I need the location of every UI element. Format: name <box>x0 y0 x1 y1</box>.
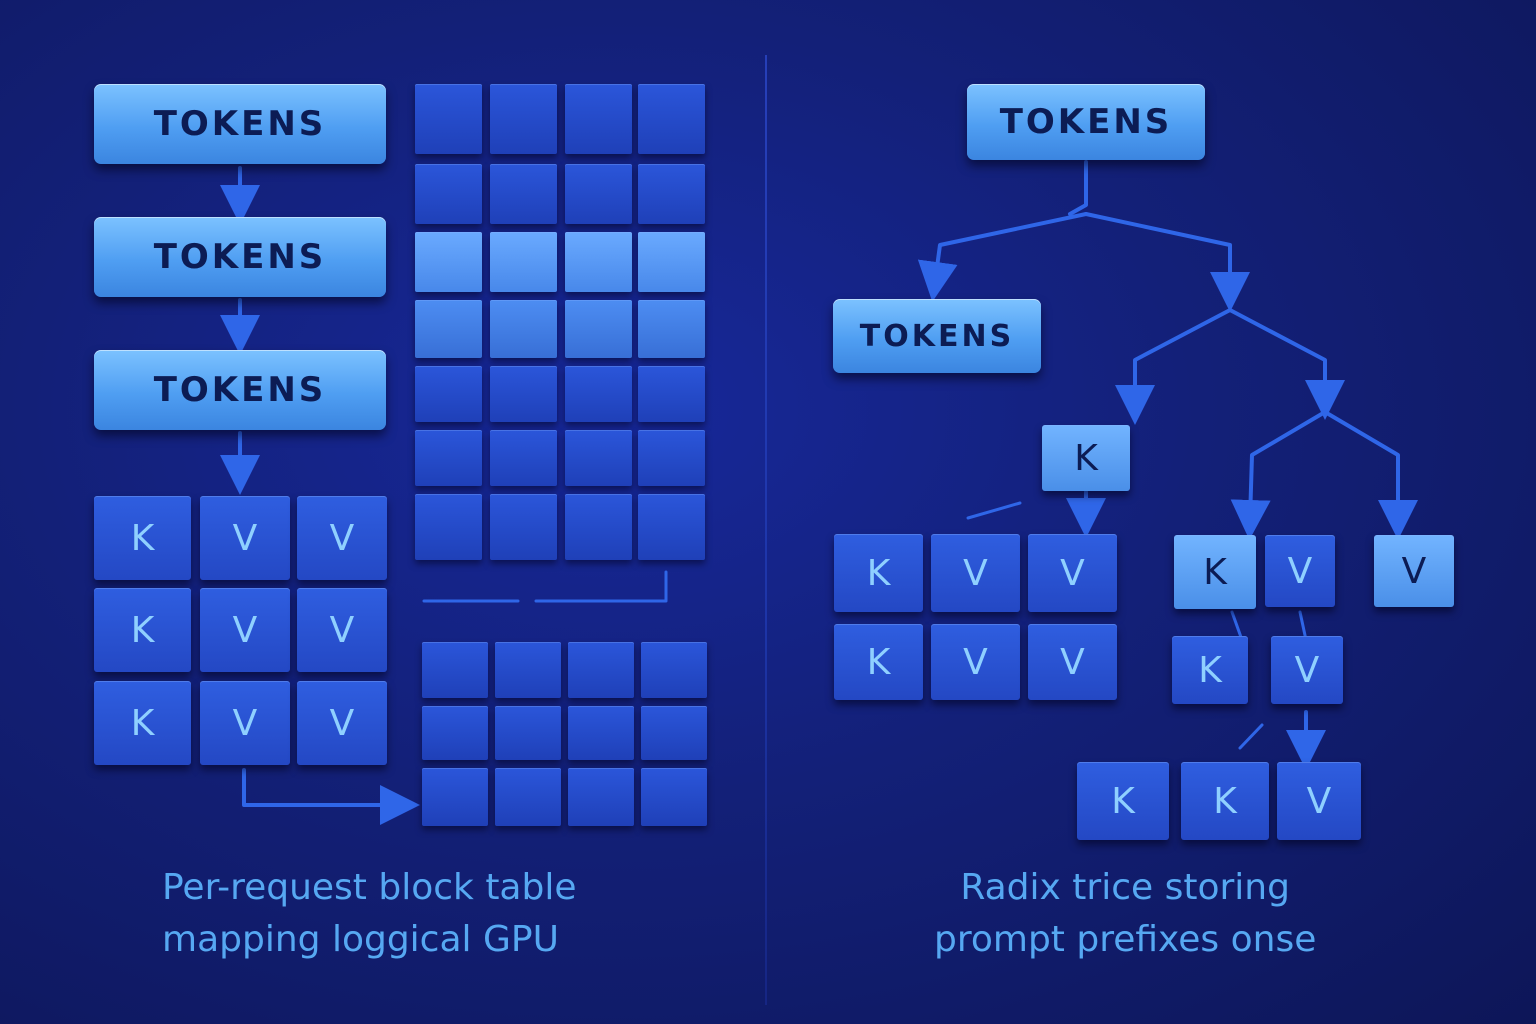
right-lower-k: K <box>1172 636 1248 704</box>
kv-cell: K <box>834 624 923 700</box>
gpu-block <box>422 642 488 698</box>
gpu-block <box>490 430 557 486</box>
kv-cell: K <box>1181 762 1269 840</box>
gpu-block <box>415 366 482 422</box>
tree-branch-mid <box>1228 308 1345 420</box>
right-pair-v: V <box>1265 535 1335 607</box>
right-caption-line-1: Radix trice storing <box>960 867 1290 908</box>
gpu-block <box>568 768 634 826</box>
gpu-block <box>565 430 632 486</box>
gpu-block <box>641 768 707 826</box>
gpu-block <box>422 706 488 760</box>
gpu-block <box>415 164 482 224</box>
tree-short-3 <box>1298 610 1308 642</box>
tree-root-stem <box>1068 160 1088 216</box>
left-caption: Per-request block table mapping loggical… <box>162 862 577 966</box>
gpu-block <box>638 366 705 422</box>
kv-cell: V <box>200 496 290 580</box>
tree-branch-right <box>1084 212 1250 312</box>
kv-cell: V <box>200 681 290 765</box>
gpu-block <box>415 494 482 560</box>
gpu-block <box>490 84 557 154</box>
gpu-block <box>495 706 561 760</box>
kv-cell: K <box>94 681 191 765</box>
right-v-node: V <box>1374 535 1454 607</box>
kv-cell: V <box>200 588 290 672</box>
gpu-block <box>641 642 707 698</box>
left-token-3: TOKENS <box>94 350 386 430</box>
gpu-block-active <box>490 232 557 292</box>
gpu-block <box>565 366 632 422</box>
right-caption: Radix trice storing prompt prefixes onse <box>934 862 1316 966</box>
right-pair-k: K <box>1174 535 1256 609</box>
gpu-block-active <box>415 232 482 292</box>
gpu-block-active <box>490 300 557 358</box>
tree-branch-v <box>1323 410 1418 540</box>
gpu-block <box>415 430 482 486</box>
right-lower-v: V <box>1271 636 1343 704</box>
left-token-1: TOKENS <box>94 84 386 164</box>
right-child-token: TOKENS <box>833 299 1041 373</box>
bracket-line <box>422 570 668 603</box>
gpu-block <box>495 642 561 698</box>
gpu-block <box>490 366 557 422</box>
kv-cell: V <box>1028 534 1117 612</box>
kv-cell: V <box>297 496 387 580</box>
gpu-block <box>565 494 632 560</box>
gpu-block-active <box>565 232 632 292</box>
left-caption-line-2: mapping loggical GPU <box>162 919 559 960</box>
gpu-block <box>638 494 705 560</box>
left-caption-line-1: Per-request block table <box>162 867 577 908</box>
tree-short-2 <box>1230 610 1244 642</box>
tree-branch-left <box>917 212 1088 302</box>
kv-cell: V <box>297 681 387 765</box>
panel-divider <box>765 55 767 1005</box>
kv-cell: V <box>297 588 387 672</box>
gpu-block-active <box>638 232 705 292</box>
gpu-block <box>490 164 557 224</box>
right-root-token: TOKENS <box>967 84 1205 160</box>
gpu-block <box>422 768 488 826</box>
tree-branch-pair <box>1230 410 1327 540</box>
gpu-block <box>565 164 632 224</box>
gpu-block-active <box>415 300 482 358</box>
kv-cell: V <box>931 534 1020 612</box>
gpu-block <box>490 494 557 560</box>
gpu-block <box>495 768 561 826</box>
gpu-block-active <box>565 300 632 358</box>
gpu-block <box>415 84 482 154</box>
kv-cell: V <box>1277 762 1361 840</box>
tree-short-1 <box>966 501 1022 520</box>
arrow-left-elbow <box>242 768 420 825</box>
gpu-block <box>638 430 705 486</box>
gpu-block <box>565 84 632 154</box>
gpu-block <box>641 706 707 760</box>
tree-short-4 <box>1238 723 1264 750</box>
gpu-block-active <box>638 300 705 358</box>
right-caption-line-2: prompt prefixes onse <box>934 919 1317 960</box>
kv-cell: V <box>1028 624 1117 700</box>
gpu-block <box>638 164 705 224</box>
gpu-block <box>568 642 634 698</box>
kv-cell: K <box>94 496 191 580</box>
kv-cell: K <box>94 588 191 672</box>
kv-cell: K <box>1077 762 1169 840</box>
left-token-2: TOKENS <box>94 217 386 297</box>
kv-cell: K <box>834 534 923 612</box>
right-k-node: K <box>1042 425 1130 491</box>
gpu-block <box>568 706 634 760</box>
gpu-block <box>638 84 705 154</box>
kv-cell: V <box>931 624 1020 700</box>
tree-branch-k <box>1115 308 1232 425</box>
